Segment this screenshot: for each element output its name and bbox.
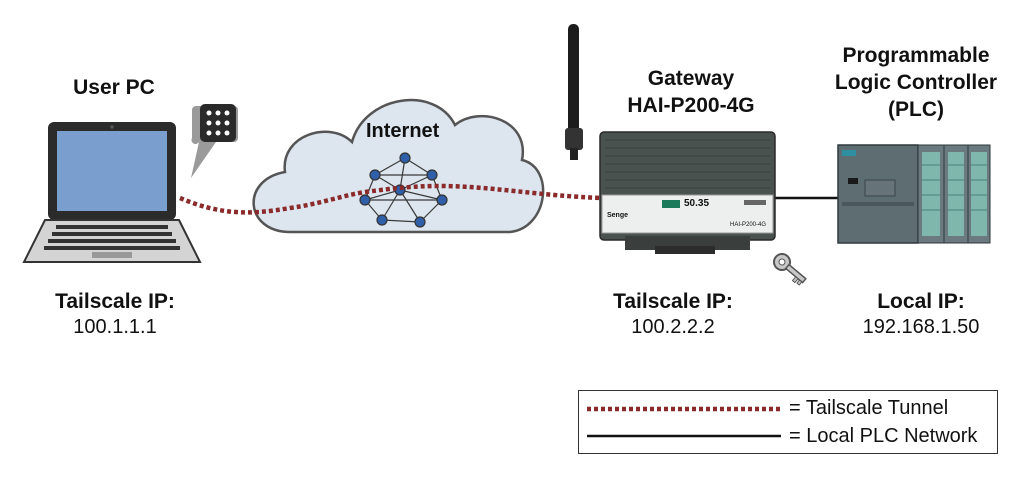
plc-device xyxy=(837,144,991,244)
antenna-icon xyxy=(565,24,583,160)
gateway-display-text: 50.35 xyxy=(684,198,710,209)
user-pc-title: User PC xyxy=(73,76,155,99)
user-pc-ip-label: Tailscale IP: xyxy=(55,290,175,313)
legend-tunnel-swatch xyxy=(587,406,781,412)
legend-tunnel-label: = Tailscale Tunnel xyxy=(789,397,949,419)
plc-title-line2: Logic Controller xyxy=(834,71,998,94)
tailscale-tunnel-line xyxy=(179,183,604,215)
laptop-icon xyxy=(22,122,202,263)
internet-label: Internet xyxy=(366,120,440,142)
plc-ip-label: Local IP: xyxy=(877,290,965,313)
legend-row-local: = Local PLC Network xyxy=(579,423,997,449)
legend: = Tailscale Tunnel = Local PLC Network xyxy=(578,390,998,454)
key-icon xyxy=(773,253,807,286)
user-pc-ip-value: 100.1.1.1 xyxy=(73,316,157,338)
legend-local-label: = Local PLC Network xyxy=(789,425,978,447)
gateway-device xyxy=(599,131,776,254)
gateway-ip-value: 100.2.2.2 xyxy=(631,316,715,338)
gateway-brand-label: Senge xyxy=(607,212,629,219)
legend-local-swatch xyxy=(587,434,781,438)
network-mesh-icon xyxy=(359,152,448,228)
legend-row-tunnel: = Tailscale Tunnel xyxy=(579,395,997,421)
gateway-title-line1: Gateway xyxy=(647,67,735,90)
gateway-title-line2: HAI-P200-4G xyxy=(627,94,755,117)
gateway-model-label: HAI-P200-4G xyxy=(730,222,767,228)
plc-title-line1: Programmable xyxy=(842,44,990,67)
plc-ip-value: 192.168.1.50 xyxy=(862,316,980,338)
gateway-ip-label: Tailscale IP: xyxy=(613,290,733,313)
plc-title-line3: (PLC) xyxy=(888,98,944,121)
app-grid-icon xyxy=(191,104,238,178)
